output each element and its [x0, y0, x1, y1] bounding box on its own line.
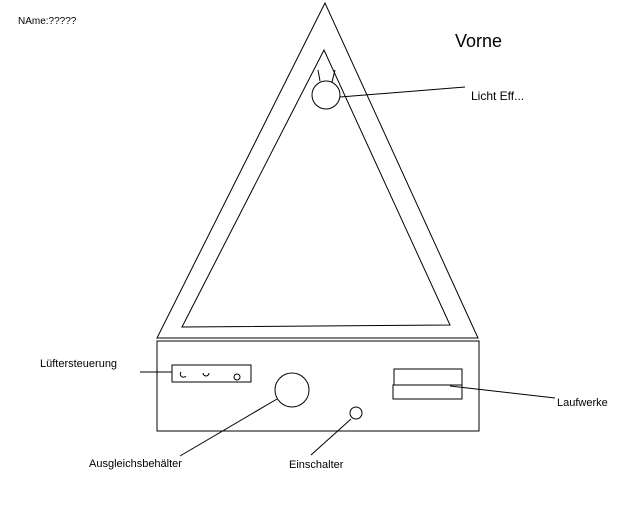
power-switch-leader	[310, 418, 352, 456]
fan-knob-3	[233, 373, 241, 381]
inner-triangle	[181, 48, 451, 328]
drive-bay-1	[393, 368, 463, 386]
drives-label: Laufwerke	[557, 397, 608, 409]
light-mount-right	[331, 69, 336, 83]
light-effect-circle	[311, 80, 341, 110]
name-label: NAme:?????	[18, 16, 77, 27]
fan-control-panel	[171, 364, 252, 383]
fan-control-label: Lüftersteuerung	[40, 358, 118, 370]
fan-knob-2	[202, 372, 210, 377]
light-mount-left	[317, 69, 321, 82]
reservoir-label: Ausgleichsbehälter	[89, 458, 182, 470]
reservoir-leader	[179, 398, 278, 457]
drive-bay-2	[392, 384, 463, 400]
drives-leader	[449, 385, 556, 399]
light-effect-leader	[339, 86, 466, 98]
page-title: Vorne	[455, 31, 503, 51]
light-effect-label: Licht Eff...	[471, 89, 525, 103]
reservoir-circle	[274, 372, 310, 408]
power-switch-circle	[349, 406, 363, 420]
case-front-box	[156, 340, 480, 432]
power-switch-label: Einschalter	[289, 459, 344, 471]
outer-triangle	[156, 1, 479, 339]
fan-knob-1	[179, 371, 187, 378]
